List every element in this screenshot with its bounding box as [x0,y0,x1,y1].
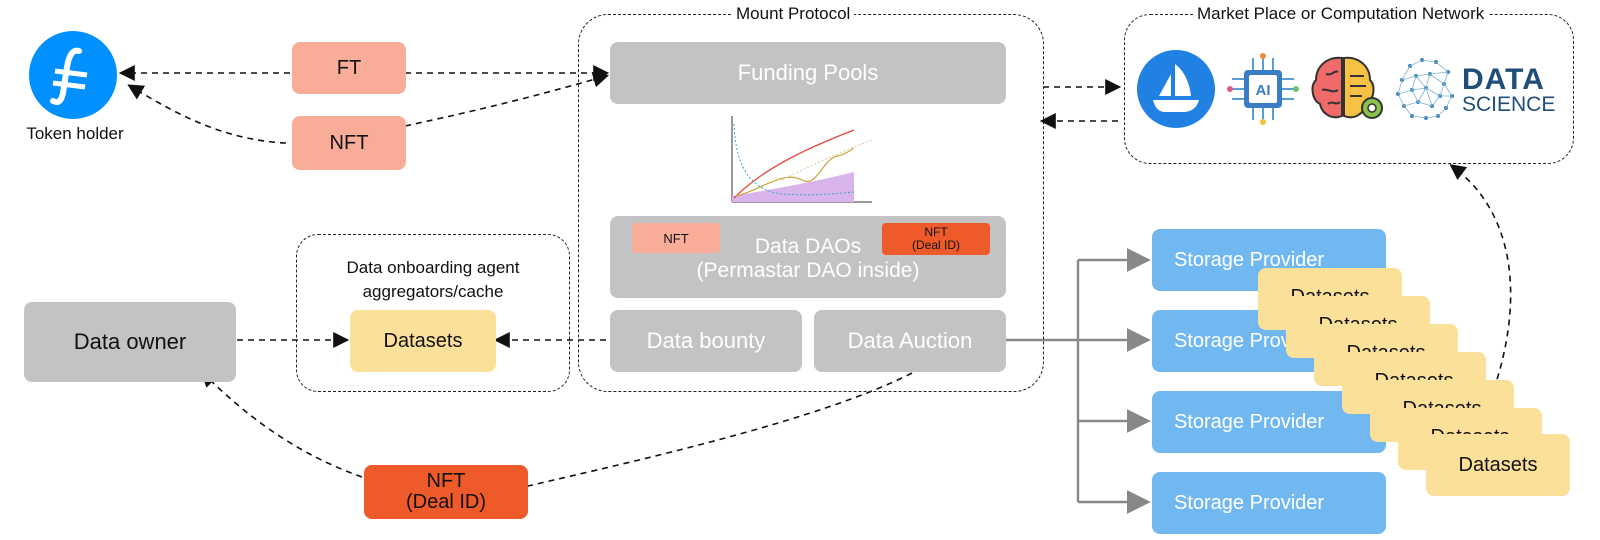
filecoin-logo [29,31,117,119]
nft-deal-tag-label: NFT [924,225,948,239]
nft-deal-token-sub: (Deal ID) [405,491,486,513]
opensea-icon[interactable] [1137,50,1215,128]
nft-deal-token[interactable]: NFT (Deal ID) [364,465,528,519]
ai-chip-text: AI [1256,82,1271,99]
data-auction-box[interactable]: Data Auction [814,310,1006,372]
nft-deal-tag[interactable]: NFT (Deal ID) [882,223,990,255]
dataset-card-front[interactable]: Datasets [1426,434,1570,496]
data-owner-box[interactable]: Data owner [24,302,236,382]
data-science-word-2: SCIENCE [1462,93,1556,116]
funding-pools-box[interactable]: Funding Pools [610,42,1006,104]
data-science-icon[interactable] [1390,52,1460,126]
onboarding-group [296,234,570,392]
nft-to-holder-arrow [127,84,287,144]
nft-deal-token-label: NFT [426,470,466,492]
ft-token[interactable]: FT [292,42,406,94]
nft-deal-tag-sub: (Deal ID) [911,238,960,252]
data-science-word-1: DATA [1462,63,1545,96]
token-holder-label: Token holder [26,124,124,143]
nft-tag[interactable]: NFT [632,223,720,253]
storage-provider-4[interactable]: Storage Provider [1152,472,1386,534]
onboarding-datasets[interactable]: Datasets [350,310,496,372]
onboarding-title: Data onboarding agent aggregators/cache [346,258,520,301]
nft-to-funding-arrow [404,71,610,127]
data-daos-subtitle: (Permastar DAO inside) [696,259,920,282]
bonding-curve-chart-icon [722,110,890,210]
ai-chip-icon[interactable]: AI [1226,52,1300,126]
filecoin-icon [50,47,88,105]
nftdeal-to-owner-arrow [200,370,363,478]
mount-protocol-title: Mount Protocol [732,4,855,24]
data-bounty-box[interactable]: Data bounty [610,310,802,372]
brain-gear-icon[interactable] [1306,50,1386,128]
nft-token[interactable]: NFT [292,116,406,170]
data-daos-title: Data DAOs [754,235,862,258]
data-science-wordmark: DATA SCIENCE [1462,63,1562,116]
market-place-title: Market Place or Computation Network [1193,4,1489,24]
datasets-to-market-arrow [1449,164,1512,401]
